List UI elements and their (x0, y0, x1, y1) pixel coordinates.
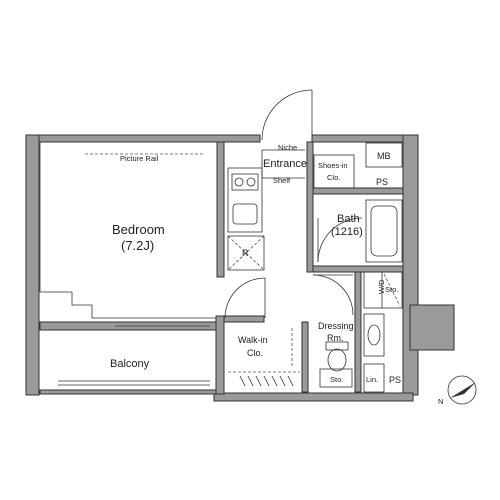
bath-size-label: (1216) (331, 226, 363, 238)
ps-bottom-label: PS (389, 375, 401, 385)
walk-in-clo-label-1: Walk-in (238, 335, 268, 345)
vanity (363, 313, 385, 357)
bedroom-label: Bedroom (112, 222, 165, 237)
mb-label: MB (377, 151, 391, 161)
dressing-rm-label-2: Rm. (327, 333, 344, 343)
linen-box (363, 363, 385, 393)
shoes-in-clo-label-2: Clo. (327, 173, 340, 182)
hanger-marks (239, 375, 294, 387)
sink-icon (232, 203, 258, 225)
washer-area (363, 271, 403, 309)
shoes-in-clo-label-1: Shoes-in (318, 161, 348, 170)
bedroom-outline (39, 142, 216, 319)
balcony-label: Balcony (110, 358, 150, 370)
fridge-label: R (242, 248, 249, 258)
exterior-walls (25, 134, 455, 402)
entrance-label: Entrance (263, 158, 307, 170)
bathtub (365, 199, 403, 263)
compass-label: N (438, 397, 443, 406)
stove-icon (231, 173, 259, 191)
toilet (325, 341, 349, 372)
shelf-label: Shelf (273, 176, 291, 185)
sto-lower-label: Sto. (330, 375, 343, 384)
bath-label: Bath (337, 213, 360, 225)
sto-upper-label: Sto. (385, 285, 398, 294)
mb-box (365, 142, 403, 168)
walk-in-clo-label-2: Clo. (247, 348, 263, 358)
entrance-door (261, 89, 313, 141)
dressing-rm-label-1: Dressing (318, 321, 354, 331)
niche-label: Niche (278, 143, 297, 152)
bedroom-size-label: (7.2J) (121, 238, 154, 253)
corridor-door (224, 277, 266, 319)
picture-rail-label: Picture Rail (120, 154, 159, 163)
lin-label: Lin. (366, 375, 378, 384)
bath-door (317, 217, 363, 263)
wd-label: W/D (377, 279, 386, 294)
fridge-icon (227, 235, 265, 271)
compass-icon: N (438, 375, 477, 406)
kitchen (227, 167, 265, 271)
dressing-door (312, 274, 354, 316)
shoes-in-closet (313, 154, 355, 189)
storage-box-lower (319, 368, 353, 388)
ps-top-label: PS (376, 177, 388, 187)
interior-walls (39, 141, 404, 395)
